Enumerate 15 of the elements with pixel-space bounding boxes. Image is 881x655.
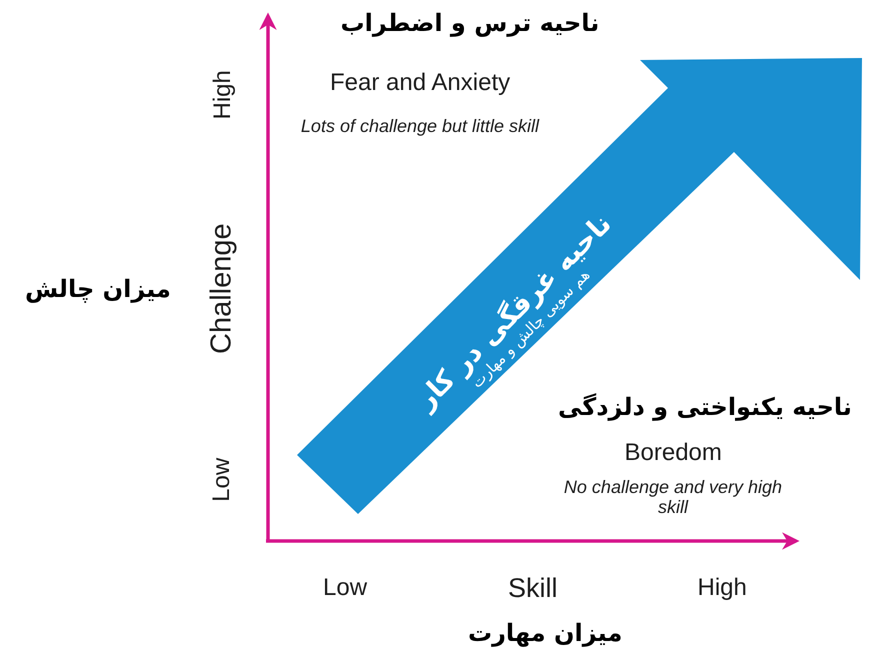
axis-label: Low [208,458,236,502]
label-text: High [698,574,747,602]
label-text: Fear and Anxiety [330,69,510,97]
region-title: میزان چالش [25,276,171,304]
label-text: Boredom [624,439,722,467]
label-text: Low [323,574,368,602]
region-title: میزان مهارت [468,620,622,648]
region-title: ناحیه ترس و اضطراب [340,10,600,38]
axis-label: Challenge [205,222,238,354]
region-description: Lots of challenge but little skill [300,116,540,136]
axis-label: High [208,70,236,120]
label-text: Skill [508,572,558,604]
region-description: No challenge and very high skill [562,476,784,518]
flow-arrow [297,58,863,515]
region-title: ناحیه یکنواختی و دلزدگی [558,394,852,422]
